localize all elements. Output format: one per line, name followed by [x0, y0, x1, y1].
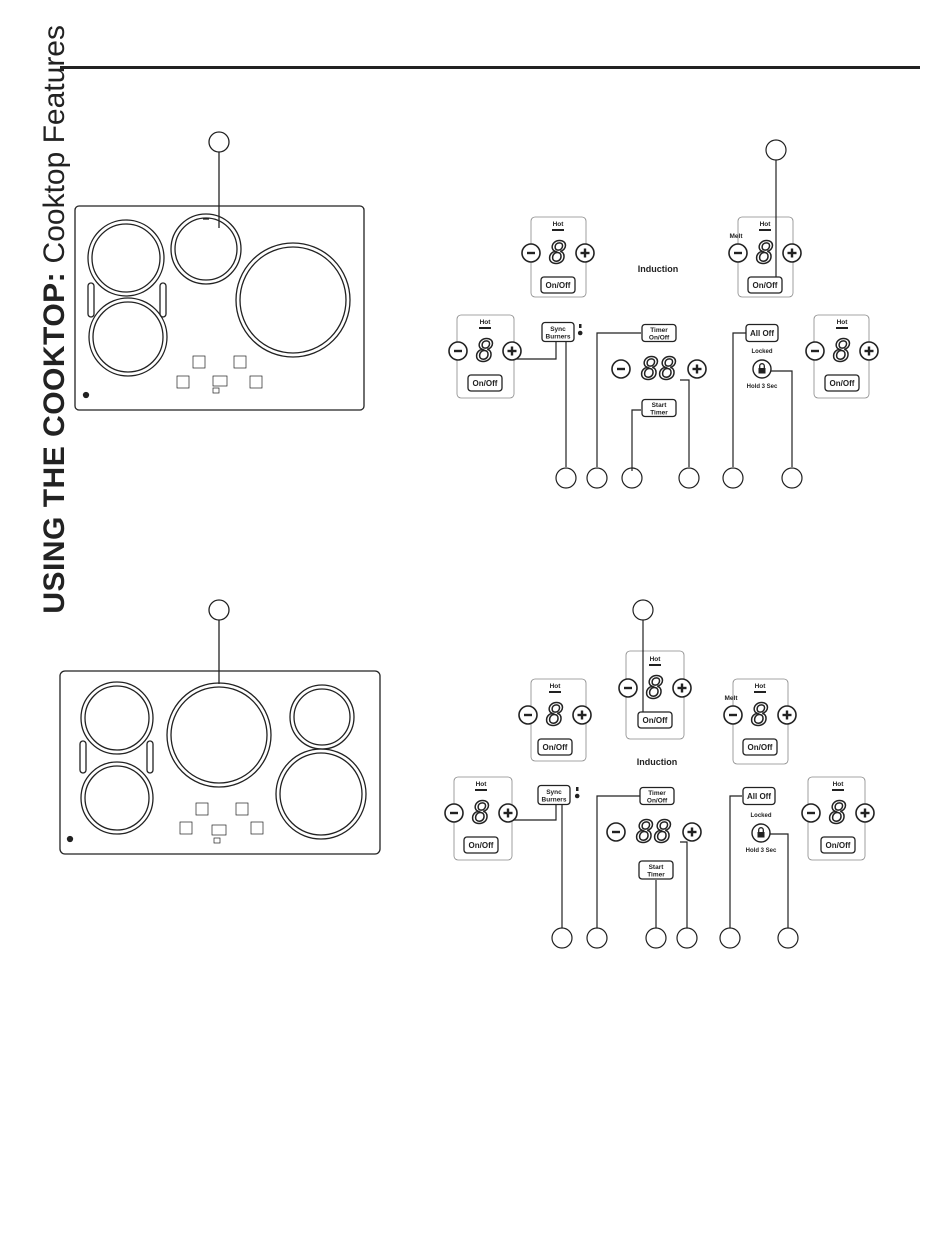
p1-start-timer-button-label-1: Start [652, 402, 668, 409]
p2-start-timer-button[interactable] [638, 860, 674, 880]
p2-locked-label: Locked [750, 813, 771, 819]
p2-all-off-button[interactable] [742, 786, 776, 806]
p1-right-front-on-off-button[interactable] [824, 374, 860, 392]
p2-right-front-digit: 8 [829, 796, 847, 831]
p2-lock-icon [757, 832, 765, 838]
p2-right-rear-melt-label: Melt [725, 695, 739, 702]
cooktop-top-30in [74, 205, 365, 411]
p1-hold-label: Hold 3 Sec [747, 384, 778, 390]
p2-left-front-hot-label: Hot [476, 781, 488, 788]
p2-center-digit: 8 [646, 671, 664, 706]
p1-right-front-digit: 8 [833, 334, 851, 369]
p1-all-off-button[interactable] [745, 323, 779, 343]
p2-right-rear-on-off-button-label: On/Off [748, 743, 773, 752]
control-panel-30in [456, 139, 870, 489]
p2-center-on-off-button-label: On/Off [643, 716, 668, 725]
p1-start-timer-button-label-2: Timer [650, 410, 668, 417]
p2-timer-digits: 88 [636, 815, 672, 850]
p2-right-front-hot-label: Hot [833, 781, 845, 788]
p1-sync-indicator-dot-1 [579, 324, 582, 328]
p1-left-rear-digit: 8 [549, 236, 567, 271]
p1-left-front-on-off-button-label: On/Off [473, 379, 498, 388]
p2-right-front-on-off-button[interactable] [820, 836, 856, 854]
p1-left-front-on-off-button[interactable] [467, 374, 503, 392]
p1-right-front-hot-label: Hot [837, 319, 849, 326]
p1-timer-on-off-button[interactable] [641, 323, 677, 343]
p1-right-rear-hot-label: Hot [760, 221, 772, 228]
p1-timer-on-off-button-label-2: On/Off [649, 335, 670, 342]
p2-hold-label: Hold 3 Sec [746, 848, 777, 854]
p1-sync-burners-button[interactable] [541, 321, 575, 343]
p1-left-rear-on-off-button-label: On/Off [546, 281, 571, 290]
p2-lock-icon-shackle [758, 827, 764, 832]
p1-all-off-button-label: All Off [750, 329, 774, 338]
control-panel-36in [453, 599, 866, 949]
p2-all-off-button-label: All Off [747, 792, 771, 801]
p1-right-front-on-off-button-label: On/Off [830, 379, 855, 388]
p1-lock-icon [758, 368, 766, 374]
p1-sync-indicator-dot-2 [577, 330, 583, 336]
p2-start-timer-button-label-1: Start [649, 864, 665, 871]
p1-start-timer-button[interactable] [641, 398, 677, 418]
p1-left-rear-on-off-button[interactable] [540, 276, 576, 294]
p2-left-front-on-off-button-label: On/Off [469, 841, 494, 850]
p2-start-timer-button-label-2: Timer [647, 872, 665, 879]
p2-left-front-on-off-button[interactable] [463, 836, 499, 854]
p2-sync-indicator-dot-2 [574, 793, 580, 799]
p2-center-on-off-button[interactable] [637, 711, 673, 729]
p1-left-front-digit: 8 [476, 334, 494, 369]
p1-locked-label: Locked [751, 349, 772, 355]
p1-left-front-hot-label: Hot [480, 319, 492, 326]
p2-sync-burners-button[interactable] [537, 784, 571, 806]
p2-left-rear-hot-label: Hot [550, 683, 562, 690]
p2-sync-burners-button-label-2: Burners [542, 797, 567, 804]
p1-right-rear-digit: 8 [756, 236, 774, 271]
p1-sync-burners-button-label-2: Burners [546, 334, 571, 341]
p1-right-rear-on-off-button[interactable] [747, 276, 783, 294]
p2-right-front-on-off-button-label: On/Off [826, 841, 851, 850]
p1-induction-label: Induction [638, 264, 679, 274]
p1-right-rear-melt-label: Melt [730, 233, 744, 240]
p1-left-rear-hot-label: Hot [553, 221, 565, 228]
cooktop-top-36in [59, 670, 381, 855]
p2-timer-on-off-button[interactable] [639, 786, 675, 806]
p2-left-rear-on-off-button[interactable] [537, 738, 573, 756]
p2-right-rear-on-off-button[interactable] [742, 738, 778, 756]
p2-sync-indicator-dot-1 [576, 787, 579, 791]
p2-left-rear-on-off-button-label: On/Off [543, 743, 568, 752]
p2-right-rear-digit: 8 [751, 698, 769, 733]
p2-timer-on-off-button-label-2: On/Off [647, 798, 668, 805]
p1-sync-burners-button-label-1: Sync [550, 326, 566, 333]
p2-timer-on-off-button-label-1: Timer [648, 790, 666, 797]
p1-lock-icon-shackle [759, 363, 765, 368]
p2-induction-label: Induction [637, 757, 678, 767]
p1-timer-on-off-button-label-1: Timer [650, 327, 668, 334]
p2-left-front-digit: 8 [472, 796, 490, 831]
p1-timer-digits: 88 [641, 352, 677, 387]
header-rule [60, 66, 920, 69]
p1-right-rear-on-off-button-label: On/Off [753, 281, 778, 290]
p2-sync-burners-button-label-1: Sync [546, 789, 562, 796]
p2-left-rear-digit: 8 [546, 698, 564, 733]
p2-right-rear-hot-label: Hot [755, 683, 767, 690]
p2-center-hot-label: Hot [650, 656, 662, 663]
